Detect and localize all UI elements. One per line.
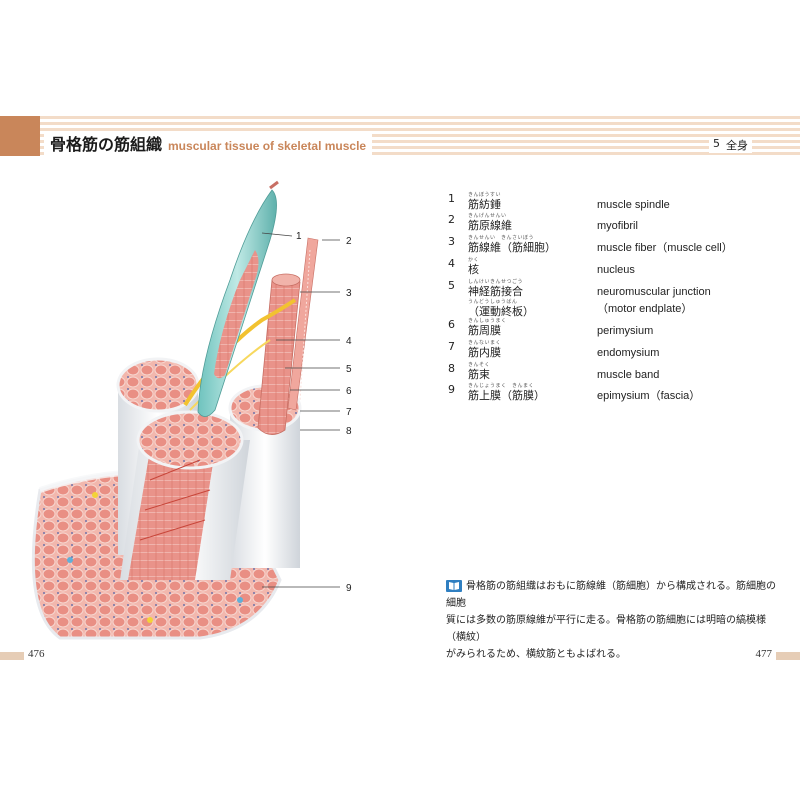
callout-labels: 1 2 3 4 5 6 7 8 9 (296, 231, 352, 594)
myofibril (287, 237, 319, 411)
legend-en: endomysium (597, 347, 660, 359)
callout-2: 2 (346, 236, 352, 247)
legend-jp: しんけいきんせつごう神経筋接合 うんどうしゅうばん（運動終板） (468, 279, 534, 318)
legend-num: 6 (448, 318, 455, 331)
callout-5: 5 (346, 364, 352, 375)
explanatory-note: 骨格筋の筋組織はおもに筋線維（筋細胞）から構成される。筋細胞の細胞 質には多数の… (446, 578, 776, 663)
callout-7: 7 (346, 407, 352, 418)
legend-row-1: 1 きんぼうすい筋紡錘 muscle spindle (448, 192, 768, 212)
legend-en: muscle fiber（muscle cell） (597, 242, 733, 254)
legend-jp: きんそく筋束 (468, 362, 491, 381)
title-english: muscular tissue of skeletal muscle (168, 139, 367, 153)
page-title: 骨格筋の筋組織 muscular tissue of skeletal musc… (44, 131, 373, 157)
legend-row-6: 6 きんしゅうまく筋周膜 perimysium (448, 318, 768, 338)
legend-row-8: 8 きんそく筋束 muscle band (448, 362, 768, 382)
page-number-left: 476 (28, 648, 45, 660)
legend-en: nucleus (597, 264, 635, 276)
callout-8: 8 (346, 426, 352, 437)
legend-jp: きんじょうまく きんまく筋上膜（筋膜） (468, 383, 545, 402)
chapter-tab (0, 116, 40, 156)
legend-num: 5 (448, 279, 455, 292)
legend-en: muscle band (597, 369, 660, 381)
callout-9: 9 (346, 583, 352, 594)
legend-row-3: 3 きんせんい きんさいぼう筋線維（筋細胞） muscle fiber（musc… (448, 235, 768, 255)
legend-en: myofibril (597, 220, 638, 232)
legend-jp: きんげんせんい筋原線維 (468, 213, 512, 232)
muscle-band-front (120, 410, 250, 580)
section-label: 5 全身 (709, 137, 752, 153)
muscle-fiber (257, 273, 301, 435)
legend-jp: かく核 (468, 257, 480, 276)
legend-row-4: 4 かく核 nucleus (448, 257, 768, 277)
note-line-2: 質には多数の筋原線維が平行に走る。骨格筋の筋細胞には明暗の縞模様（横紋） (446, 615, 766, 643)
legend-num: 9 (448, 383, 455, 396)
book-icon (446, 580, 462, 592)
callout-6: 6 (346, 386, 352, 397)
legend-row-2: 2 きんげんせんい筋原線維 myofibril (448, 213, 768, 233)
footer-bar-right (776, 652, 800, 660)
legend-row-9: 9 きんじょうまく きんまく筋上膜（筋膜） epimysium（fascia） (448, 383, 768, 403)
section-name: 全身 (726, 139, 748, 152)
muscle-spindle (197, 180, 279, 417)
page-number-right: 477 (755, 648, 773, 660)
legend-jp: きんせんい きんさいぼう筋線維（筋細胞） (468, 235, 556, 254)
footer-bar-left (0, 652, 24, 660)
legend-num: 8 (448, 362, 455, 375)
legend-en: neuromuscular junction （motor endplate） (597, 286, 711, 315)
note-line-1: 骨格筋の筋組織はおもに筋線維（筋細胞）から構成される。筋細胞の細胞 (446, 580, 776, 609)
legend-en: perimysium (597, 325, 654, 337)
legend-jp: きんしゅうまく筋周膜 (468, 318, 507, 337)
callout-lines (261, 232, 340, 588)
title-japanese: 骨格筋の筋組織 (50, 135, 163, 154)
callout-4: 4 (346, 336, 352, 347)
section-number: 5 (713, 137, 720, 150)
legend-num: 2 (448, 213, 455, 226)
legend-row-5: 5 しんけいきんせつごう神経筋接合 うんどうしゅうばん（運動終板） neurom… (448, 279, 768, 318)
callout-3: 3 (346, 288, 352, 299)
muscle-illustration: 1 2 3 4 5 6 7 8 9 (31, 180, 352, 640)
legend-jp: きんぼうすい筋紡錘 (468, 192, 502, 211)
legend-row-7: 7 きんないまく筋内膜 endomysium (448, 340, 768, 360)
legend-en: epimysium（fascia） (597, 390, 701, 402)
legend-num: 1 (448, 192, 455, 205)
legend-jp: きんないまく筋内膜 (468, 340, 502, 359)
legend-num: 4 (448, 257, 455, 270)
legend-num: 3 (448, 235, 455, 248)
note-line-3: がみられるため、横紋筋ともよばれる。 (446, 649, 626, 660)
legend-num: 7 (448, 340, 455, 353)
legend-en: muscle spindle (597, 199, 670, 211)
callout-1: 1 (296, 231, 302, 242)
